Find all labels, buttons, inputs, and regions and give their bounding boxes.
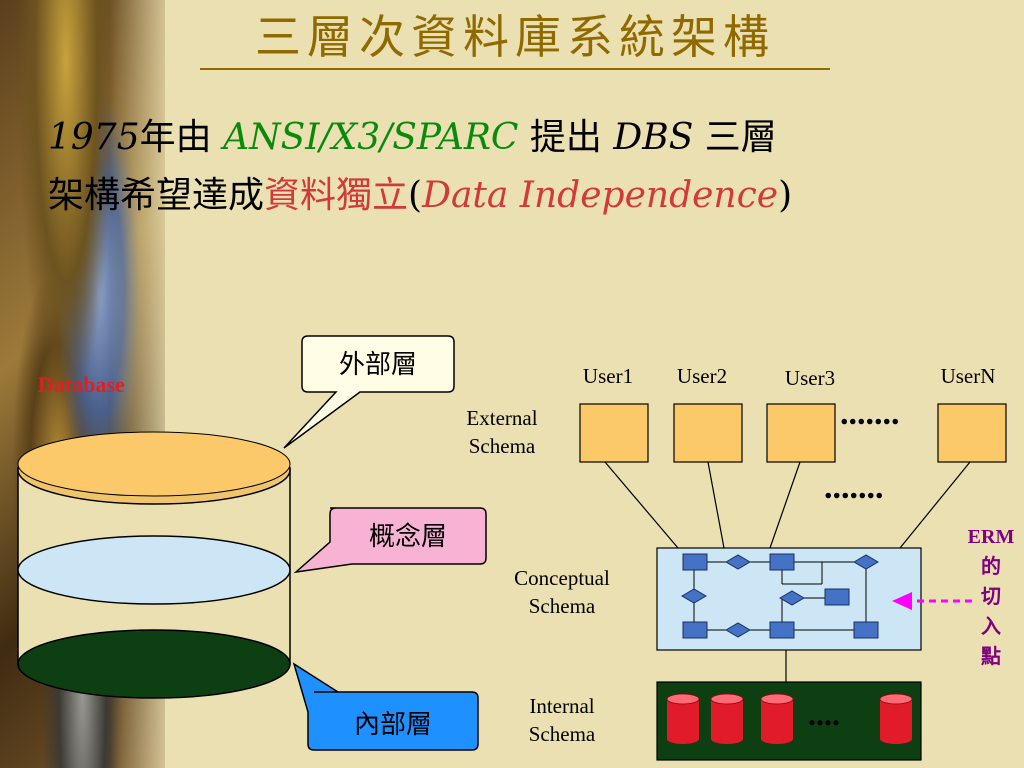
callout-external bbox=[283, 335, 455, 449]
cylinder-conceptual-layer bbox=[17, 535, 291, 605]
data-independence-zh: 資料獨立 bbox=[264, 175, 409, 216]
data-independence-en: Data Independence bbox=[422, 175, 779, 216]
cylinder-internal-layer bbox=[17, 629, 291, 699]
external-schema-label: External Schema bbox=[440, 404, 564, 460]
database-label: Database bbox=[38, 372, 125, 397]
user1-label: User1 bbox=[582, 364, 634, 388]
internal-schema-box bbox=[656, 681, 922, 761]
erm-char-4: 點 bbox=[981, 646, 1001, 668]
intro-year: 1975 bbox=[48, 117, 140, 158]
disk-4 bbox=[879, 693, 913, 744]
conceptual-schema-box bbox=[656, 547, 922, 651]
disk-3 bbox=[760, 693, 794, 744]
erm-char-1: 的 bbox=[981, 556, 1001, 578]
conceptual-schema-label: Conceptual Schema bbox=[494, 564, 630, 620]
external-schema-line1: External bbox=[466, 406, 538, 430]
user2-box bbox=[673, 403, 743, 463]
user1-box bbox=[579, 403, 649, 463]
callout-conceptual bbox=[293, 507, 487, 574]
callout-conceptual-text: 概念層 bbox=[368, 522, 447, 552]
users-ellipsis: ....... bbox=[840, 395, 900, 432]
database-cylinder bbox=[17, 431, 291, 699]
intro-three-layer: 三層 bbox=[693, 117, 777, 158]
erm-char-3: 入 bbox=[981, 616, 1001, 638]
conceptual-schema-line1: Conceptual bbox=[514, 566, 610, 590]
conceptual-schema-line2: Schema bbox=[528, 594, 596, 618]
er-entities bbox=[682, 553, 879, 639]
mid-ellipsis: ....... bbox=[824, 469, 884, 506]
disk-1 bbox=[666, 693, 700, 744]
page-title: 三層次資料庫系統架構 bbox=[200, 6, 830, 70]
intro-line2-prefix: 架構希望達成 bbox=[48, 175, 265, 216]
internal-schema-line2: Schema bbox=[528, 722, 596, 746]
disk-2 bbox=[710, 693, 744, 744]
callout-internal bbox=[292, 662, 479, 751]
erm-char-2: 切 bbox=[981, 586, 1001, 608]
paren-close: ) bbox=[778, 175, 793, 216]
intro-line-1: 1975年由 ANSI/X3/SPARC 提出 DBS 三層 bbox=[48, 108, 777, 160]
internal-schema-label: Internal Schema bbox=[500, 692, 624, 748]
erm-arrow bbox=[892, 592, 972, 610]
callout-internal-text: 內部層 bbox=[353, 710, 432, 740]
intro-line-2: 架構希望達成資料獨立(Data Independence) bbox=[48, 166, 792, 218]
usern-label: UserN bbox=[940, 364, 996, 388]
internal-schema-line1: Internal bbox=[529, 694, 595, 718]
user2-label: User2 bbox=[676, 364, 728, 388]
user3-box bbox=[766, 403, 836, 463]
callout-external-text: 外部層 bbox=[338, 350, 417, 380]
cylinder-top bbox=[17, 431, 291, 497]
paren-open: ( bbox=[408, 175, 423, 216]
user-connectors bbox=[604, 461, 971, 682]
intro-by: 年由 bbox=[139, 117, 224, 158]
usern-box bbox=[937, 403, 1007, 463]
intro-org: ANSI/X3/SPARC bbox=[223, 117, 519, 158]
internal-ellipsis: .... bbox=[808, 696, 840, 732]
external-schema-line2: Schema bbox=[468, 434, 536, 458]
intro-dbs: DBS bbox=[613, 117, 694, 158]
er-relationships bbox=[681, 554, 879, 638]
intro-proposed: 提出 bbox=[518, 117, 614, 158]
user3-label: User3 bbox=[784, 366, 836, 390]
erm-title: ERM bbox=[967, 526, 1015, 548]
erm-label: ERM 的 切 入 點 bbox=[958, 522, 1024, 672]
user-boxes bbox=[579, 403, 1007, 463]
